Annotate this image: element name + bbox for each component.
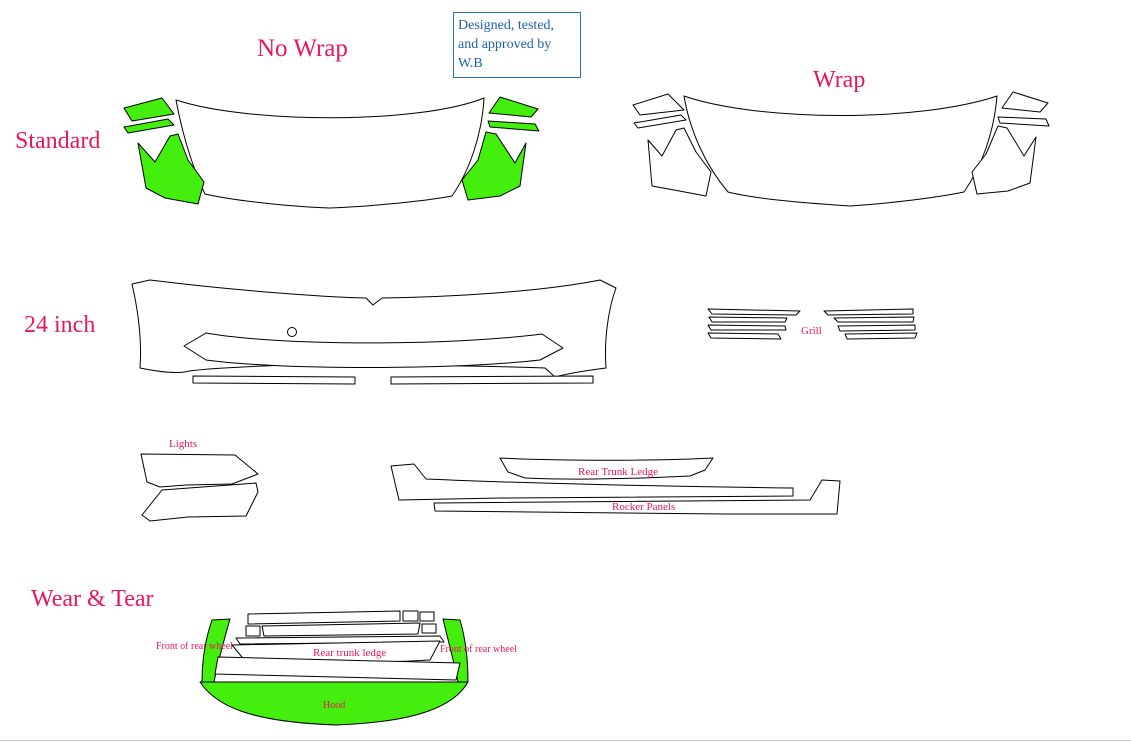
left-fender-strip-green [123, 118, 175, 134]
light-upper [140, 453, 259, 488]
left-fender-top-green [123, 97, 175, 122]
grill-left-3 [707, 324, 787, 331]
standard-heading: Standard [15, 128, 101, 154]
no-wrap-heading: No Wrap [257, 35, 348, 62]
bumper-lower-grille-cutout [183, 332, 564, 368]
wear-tear-heading: Wear & Tear [31, 586, 154, 612]
grill-right-3 [837, 324, 916, 332]
wt-second-strip [261, 622, 421, 637]
wrap-left-fender-strip [633, 114, 687, 129]
wt-hood-green [199, 681, 469, 726]
wt-pad-4 [245, 625, 261, 637]
bumper-strip-right [390, 375, 594, 385]
note-line-2: and approved by [458, 37, 552, 52]
designer-note-box: Designed, tested, and approved by W.B [453, 12, 581, 78]
rocker-panel-upper [390, 463, 794, 501]
wrap-heading: Wrap [813, 67, 866, 93]
bumper-strip-left [192, 375, 356, 385]
grill-left-4 [707, 332, 782, 340]
bottom-divider [0, 740, 1131, 741]
rear-trunk-ledge-label: Rear Trunk Ledge [578, 466, 659, 478]
right-fender-lower-green [461, 131, 527, 201]
front-of-rear-wheel-left-label: Front of rear wheel [156, 641, 233, 652]
hood-wrap [683, 95, 998, 207]
rear-trunk-ledge-piece [499, 457, 714, 480]
left-fender-lower-green [137, 133, 205, 205]
rear-trunk-ledge-lower-label: Rear trunk ledge [313, 647, 387, 659]
grill-right-4 [844, 332, 918, 340]
front-of-rear-wheel-right-label: Front of rear wheel [440, 644, 517, 655]
grill-left-2 [708, 316, 788, 323]
grill-label: Grill [801, 325, 822, 337]
no-wrap-standard-kit [123, 96, 540, 209]
lights-label: Lights [169, 438, 198, 450]
wrap-left-fender-top [632, 93, 685, 116]
wt-pad-3 [421, 623, 437, 634]
light-pieces [140, 453, 259, 522]
grill-right-1 [823, 308, 914, 316]
wrap-right-fender-strip [997, 116, 1050, 127]
wrap-kit [632, 91, 1050, 207]
wt-pad-1 [402, 610, 419, 622]
bumper-24-inch [131, 279, 617, 385]
grill-left-1 [707, 308, 801, 316]
hood-nowrap [175, 97, 485, 209]
note-line-1: Designed, tested, [458, 18, 555, 33]
wt-front-rear-wheel-left-green [201, 618, 231, 683]
grill-pieces [707, 308, 918, 340]
wt-pad-2 [419, 611, 435, 622]
rocker-panels-label: Rocker Panels [612, 501, 676, 513]
rocker-panel-lower [433, 479, 841, 515]
right-fender-strip-green [487, 120, 540, 132]
sensor-hole [287, 327, 297, 337]
right-fender-top-green [488, 96, 539, 118]
wt-front-rear-wheel-right-green [442, 618, 469, 683]
grill-right-2 [833, 316, 915, 323]
wear-and-tear-kit [199, 610, 469, 726]
wt-top-strip [247, 610, 401, 625]
light-lower [141, 482, 259, 522]
trunk-and-rockers [390, 457, 841, 515]
wrap-right-fender-top [1001, 91, 1049, 113]
inch24-heading: 24 inch [24, 312, 96, 338]
wrap-right-fender-lower [971, 125, 1037, 195]
wt-lower-strip [214, 656, 461, 681]
wrap-left-fender-lower [647, 127, 712, 197]
note-line-3: W.B [458, 56, 483, 71]
hood-label: Hood [323, 700, 346, 711]
